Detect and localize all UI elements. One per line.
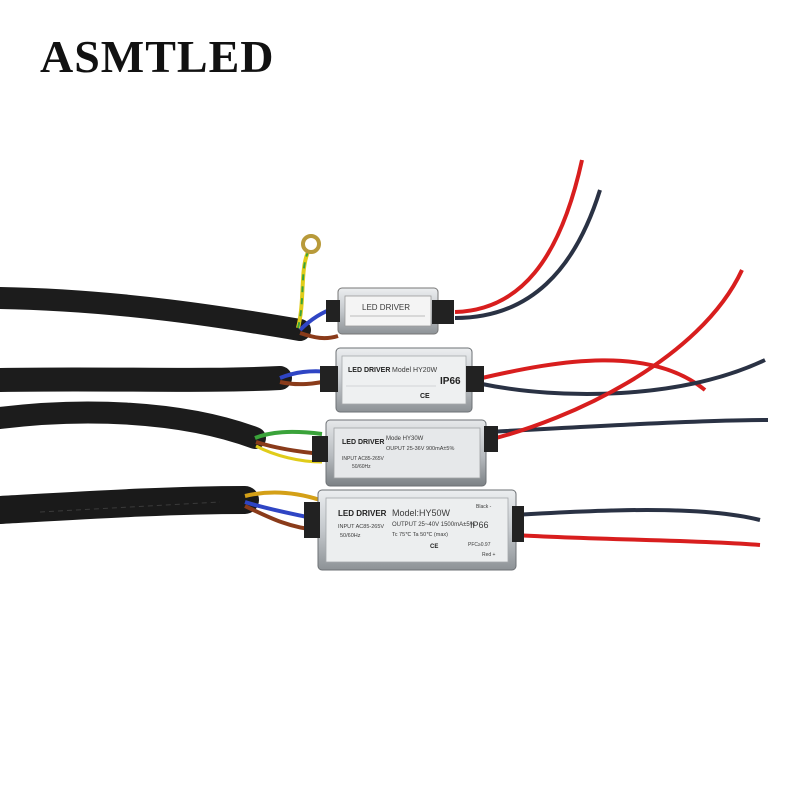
- hy50w-black-label: Black -: [476, 504, 492, 510]
- hy50w-red-label: Red +: [482, 552, 496, 558]
- hy30w-title: LED DRIVER: [342, 439, 384, 446]
- input-cable-2: [0, 366, 292, 392]
- input-cable-1: [0, 287, 311, 341]
- input-cable-3: [0, 401, 266, 449]
- ground-ring-lug: [301, 234, 321, 254]
- hy20w-title: LED DRIVER: [348, 367, 390, 374]
- hy50w-output: OUTPUT 25~40V 1500mA±5%: [392, 522, 476, 528]
- hy20w-model: Model HY20W: [392, 367, 438, 374]
- led-driver-hy50w: LED DRIVER Model:HY50W OUTPUT 25~40V 150…: [304, 489, 524, 571]
- hy50w-ce-mark: CE: [430, 544, 438, 550]
- hy30w-input: INPUT AC85-265V: [342, 456, 385, 462]
- led-driver-hy30w: LED DRIVER Mode HY30W OUPUT 25-36V 900mA…: [312, 419, 498, 487]
- hy30w-output: OUPUT 25-36V 900mA±5%: [386, 446, 454, 452]
- small-driver-title: LED DRIVER: [362, 303, 410, 312]
- input-cable-4: [0, 486, 259, 524]
- led-driver-small: LED DRIVER: [326, 287, 454, 335]
- hy50w-model: Model:HY50W: [392, 508, 451, 518]
- output-wires: [454, 159, 769, 547]
- hy50w-ip-rating: IP66: [470, 520, 489, 530]
- brand-logo-text: ASMTLED: [40, 31, 275, 82]
- input-cables: [0, 287, 311, 524]
- hy20w-ip-rating: IP66: [440, 376, 461, 387]
- hy50w-title: LED DRIVER: [338, 509, 387, 518]
- hy30w-frequency: 50/60Hz: [352, 464, 371, 470]
- ground-wire: [296, 251, 310, 329]
- hy20w-ce-mark: CE: [420, 393, 430, 400]
- hy30w-model: Mode HY30W: [386, 436, 424, 442]
- led-driver-hy20w: LED DRIVER Model HY20W IP66 CE: [320, 347, 484, 413]
- hy50w-input: INPUT AC85-265V: [338, 524, 384, 530]
- hy50w-frequency: 50/60Hz: [340, 533, 361, 539]
- hy50w-pfc: PFC≥0.97: [468, 542, 491, 548]
- hy50w-temperatures: Tc 75℃ Ta 50℃ (max): [392, 532, 448, 538]
